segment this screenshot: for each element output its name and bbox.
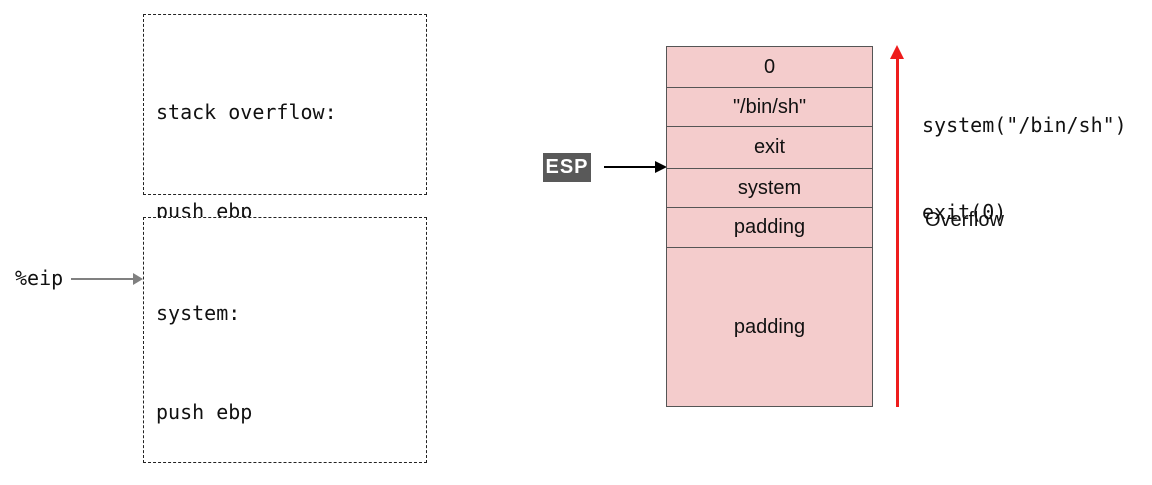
resulting-calls-annotation: system("/bin/sh") exit(0) (922, 53, 1127, 285)
overflow-label: Overflow (925, 209, 1004, 231)
esp-arrow (604, 166, 656, 168)
call-system-binsh: system("/bin/sh") (922, 113, 1127, 137)
esp-arrow-head-icon (655, 161, 667, 173)
stack-cell-zero: 0 (667, 47, 872, 88)
code-listing-system: system: push ebp mov ebp, esp ...(execut… (156, 231, 397, 485)
code-line-label: stack overflow: (156, 100, 337, 124)
overflow-arrow-up-icon (890, 45, 904, 59)
esp-register-label: ESP (543, 153, 591, 182)
stack-cell-exit: exit (667, 127, 872, 169)
stack-cell-padding: padding (667, 208, 872, 248)
code-box-system: system: push ebp mov ebp, esp ...(execut… (143, 217, 427, 463)
eip-arrow (71, 278, 133, 280)
eip-register-label: %eip (15, 266, 64, 290)
overflow-direction-arrow (896, 57, 899, 407)
eip-arrow-head-icon (133, 273, 143, 285)
code-box-stack-overflow: stack overflow: push ebp mov ebp, esp ..… (143, 14, 427, 421)
code-line-label: system: (156, 301, 241, 325)
stack-cell-padding-large: padding (667, 248, 872, 406)
stack-memory-diagram: 0 "/bin/sh" exit system padding padding (666, 46, 873, 407)
code-line-push-ebp: push ebp (156, 400, 253, 424)
call-exit-zero: exit(0) (922, 200, 1007, 224)
stack-cell-binsh: "/bin/sh" (667, 88, 872, 127)
stack-cell-system: system (667, 169, 872, 208)
